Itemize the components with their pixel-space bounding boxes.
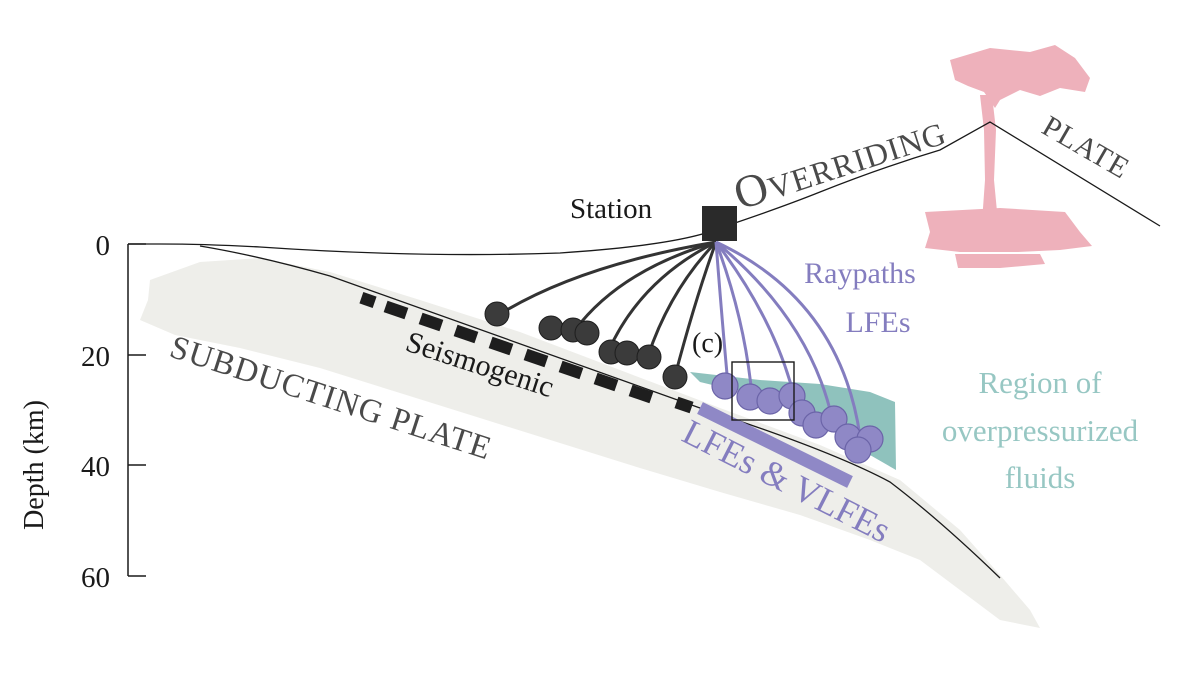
slab-interface-curve xyxy=(199,245,1001,579)
seismogenic-dash xyxy=(418,312,444,332)
lfe xyxy=(844,436,872,464)
volcano-sill xyxy=(955,254,1045,268)
raypath-eq xyxy=(673,241,718,377)
volcano-chamber xyxy=(925,208,1092,252)
lfe xyxy=(711,372,739,400)
inset-marker-label: (c) xyxy=(692,328,723,359)
tick-label-20: 20 xyxy=(81,341,110,373)
raypath-eq xyxy=(573,240,717,331)
raypath-lfe xyxy=(714,241,796,397)
raypath-lfe xyxy=(715,240,834,419)
seismogenic-dash xyxy=(674,396,694,414)
seismogenic-dash xyxy=(593,372,619,392)
plate-label-upper: PLATE xyxy=(1037,109,1136,185)
seismogenic-dash xyxy=(383,300,409,320)
lfe xyxy=(820,405,848,433)
earthquake xyxy=(636,344,662,370)
station-label: Station xyxy=(570,193,653,225)
overpressurized-fluids-region xyxy=(690,372,896,470)
seismogenic-zone-dashes xyxy=(359,292,694,414)
raypath-eq xyxy=(606,240,717,353)
fluids-label-line3: fluids xyxy=(1005,460,1076,495)
earthquake xyxy=(574,320,600,346)
volcano-magma xyxy=(925,45,1092,268)
raypath-lfe xyxy=(714,241,730,386)
volcano-plume xyxy=(950,45,1090,108)
depth-axis: 0 20 40 60 Depth (km) xyxy=(19,230,146,594)
overriding-label: OVERRIDING xyxy=(727,103,951,219)
tick-label-0: 0 xyxy=(96,230,111,262)
lfes xyxy=(711,372,884,464)
seismogenic-dash xyxy=(523,348,549,368)
raypath-lfe xyxy=(714,241,754,397)
fluids-label-line1: Region of xyxy=(978,365,1102,400)
seismogenic-dash xyxy=(359,292,377,308)
raypaths-label-line1: Raypaths xyxy=(804,257,916,290)
earthquake xyxy=(662,364,688,390)
axis-title: Depth (km) xyxy=(19,400,50,530)
volcano-conduit xyxy=(980,95,998,222)
lfe-vlfe-band xyxy=(697,402,853,488)
earthquake xyxy=(538,315,564,341)
tick-label-40: 40 xyxy=(81,451,110,483)
seismogenic-dash xyxy=(488,336,514,356)
fluids-label-line2: overpressurized xyxy=(942,413,1139,448)
raypath-eq xyxy=(646,240,718,357)
raypaths-label-line2: LFEs xyxy=(845,306,910,339)
earthquakes xyxy=(484,301,688,390)
earthquake xyxy=(484,301,510,327)
inset-box xyxy=(731,361,795,421)
raypath-eq xyxy=(499,240,717,316)
overriding-plate-surface xyxy=(128,121,1161,256)
earthquake xyxy=(614,340,640,366)
tick-label-60: 60 xyxy=(81,562,110,594)
station-marker xyxy=(702,206,737,241)
subducting-plate-body xyxy=(140,258,1040,628)
seismogenic-dash xyxy=(453,324,479,344)
lfe-raypaths xyxy=(714,240,862,437)
overriding-rest: VERRIDING xyxy=(764,115,951,206)
seismogenic-dash xyxy=(558,360,584,380)
earthquake-raypaths xyxy=(499,240,718,377)
raypath-lfe xyxy=(715,240,862,437)
seismogenic-dash xyxy=(628,384,654,404)
